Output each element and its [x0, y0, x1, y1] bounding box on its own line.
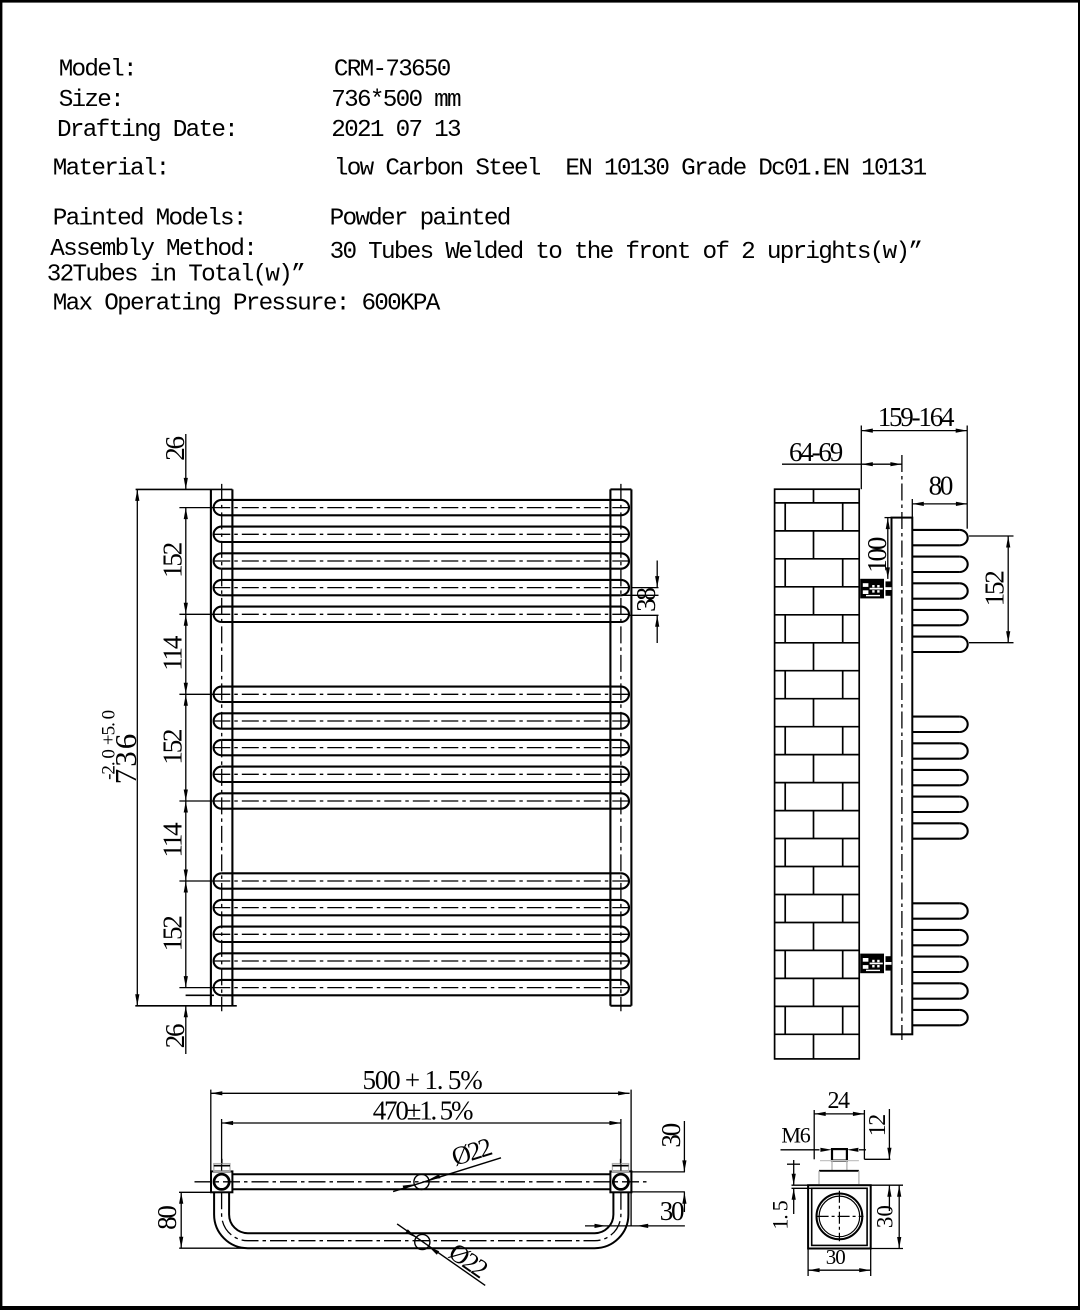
svg-text:Material:: Material: [53, 155, 169, 182]
svg-text:32Tubes in Total(w)”: 32Tubes in Total(w)” [47, 261, 304, 288]
svg-text:+5. 0: +5. 0 [98, 710, 119, 745]
svg-text:Drafting Date:: Drafting Date: [57, 117, 237, 144]
svg-text:80: 80 [929, 471, 953, 501]
svg-text:152: 152 [979, 571, 1009, 607]
svg-text:low Carbon Steel EN 10130 Gra: low Carbon Steel EN 10130 Grade Dc01.EN … [334, 155, 927, 182]
svg-text:Max Operating Pressure: 600KPA: Max Operating Pressure: 600KPA [53, 291, 441, 318]
svg-text:Size:: Size: [59, 87, 123, 114]
svg-text:159-164: 159-164 [878, 402, 955, 432]
svg-text:736*500 mm: 736*500 mm [331, 87, 461, 114]
svg-text:Assembly Method:: Assembly Method: [50, 236, 256, 263]
svg-text:100: 100 [862, 537, 892, 573]
svg-text:Powder painted: Powder painted [330, 205, 510, 232]
svg-text:24: 24 [828, 1088, 851, 1114]
svg-text:736: 736 [108, 732, 143, 785]
svg-text:1. 5: 1. 5 [768, 1200, 793, 1229]
svg-text:30 Tubes Welded to the front o: 30 Tubes Welded to the front of 2 uprigh… [330, 239, 922, 266]
svg-text:500 + 1. 5%: 500 + 1. 5% [362, 1065, 482, 1095]
svg-text:64-69: 64-69 [789, 437, 843, 467]
svg-text:26: 26 [160, 437, 190, 461]
svg-text:12: 12 [865, 1115, 891, 1137]
svg-text:30: 30 [656, 1123, 686, 1147]
svg-text:2021 07 13: 2021 07 13 [331, 117, 461, 144]
svg-text:38: 38 [631, 588, 661, 612]
svg-text:30: 30 [660, 1196, 684, 1226]
svg-text:114: 114 [158, 635, 188, 671]
svg-text:-2. 0: -2. 0 [98, 750, 119, 780]
svg-text:CRM-73650: CRM-73650 [334, 57, 451, 84]
svg-text:152: 152 [158, 729, 188, 765]
svg-text:M6: M6 [781, 1123, 810, 1148]
svg-text:26: 26 [160, 1024, 190, 1048]
svg-text:Painted Models:: Painted Models: [53, 205, 246, 232]
svg-text:Model:: Model: [59, 57, 136, 84]
svg-text:30: 30 [826, 1245, 846, 1269]
svg-text:80: 80 [152, 1206, 182, 1230]
svg-text:152: 152 [158, 542, 188, 578]
svg-text:470±1. 5%: 470±1. 5% [373, 1095, 473, 1125]
svg-text:30: 30 [872, 1205, 897, 1228]
svg-text:152: 152 [158, 916, 188, 952]
svg-text:114: 114 [158, 822, 188, 858]
